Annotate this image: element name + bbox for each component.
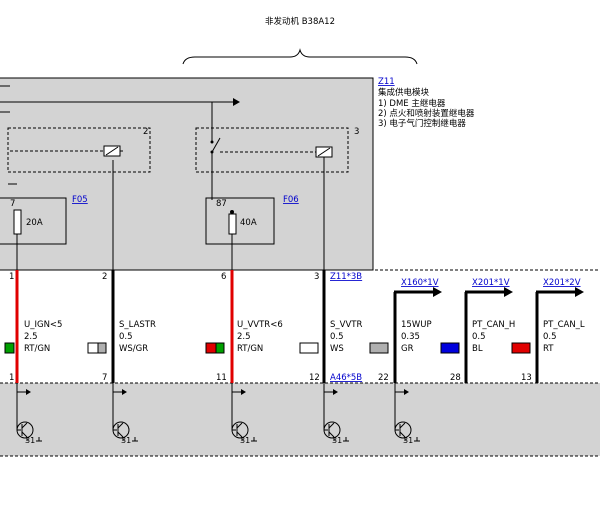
diagram-title: 非发动机 B38A12 <box>265 16 335 27</box>
relay-3-box <box>195 127 349 173</box>
wire-pin-bottom: 12 <box>309 373 320 383</box>
wire-color-swatch-secondary <box>215 342 225 354</box>
fuse-f06-box <box>205 197 275 245</box>
wire-pin-bottom: 7 <box>102 373 107 383</box>
wire-size: 0.5 <box>472 332 486 342</box>
wire-color-code: RT <box>543 344 554 354</box>
wire-color-swatch <box>205 342 217 354</box>
wire-color-code: RT/GN <box>24 344 50 354</box>
ground-label: 31 <box>25 436 35 445</box>
fuse-f06-ref[interactable]: F06 <box>283 195 299 205</box>
wire-group: 1 U_IGN<5 2.5 RT/GN 1 <box>4 270 62 383</box>
wire-color-code: WS/GR <box>119 344 148 354</box>
wire-size: 0.5 <box>330 332 344 342</box>
wire-signal: PT_CAN_L <box>543 320 585 330</box>
wire-size: 2.5 <box>24 332 38 342</box>
wire-pin-bottom: 11 <box>216 373 227 383</box>
fuse-f05-box <box>0 197 67 245</box>
relay-2-coil-mark <box>105 146 119 156</box>
wire-group: 2 S_LASTR 0.5 WS/GR 7 <box>87 270 156 383</box>
wire-signal: S_VVTR <box>330 320 362 330</box>
wire-color-code: BL <box>472 344 483 354</box>
wire-pin-top: 1 <box>9 272 14 282</box>
wire-connector-ref[interactable]: Z11*3B <box>330 272 362 282</box>
wire-color-code: WS <box>330 344 344 354</box>
relay-3-contact <box>211 137 221 153</box>
wire-pin-bottom: 1 <box>9 373 14 383</box>
wire-size: 0.35 <box>401 332 420 342</box>
fuse-f05-element <box>13 209 22 235</box>
ground-label: 31 <box>403 436 413 445</box>
wire-color-code: GR <box>401 344 414 354</box>
fuse-f06-element <box>228 213 237 235</box>
fuse-f05-ref[interactable]: F05 <box>72 195 88 205</box>
wire-group: 6 U_VVTR<6 2.5 RT/GN 11 <box>205 270 283 383</box>
feed-arrow <box>233 98 240 106</box>
power-module-box <box>0 77 374 271</box>
wire-color-swatch <box>511 342 531 354</box>
fuse-f06-pin: 87 <box>216 199 227 209</box>
module-item-3: 3) 电子气门控制继电器 <box>378 118 466 129</box>
wire-size: 0.5 <box>543 332 557 342</box>
module-ref[interactable]: Z11 <box>378 77 395 87</box>
transistor-symbol: 31 <box>394 383 420 445</box>
wire-group: 3 Z11*3B S_VVTR 0.5 WS 12 <box>299 270 362 383</box>
wire-group: X201*1V PT_CAN_H 0.5 BL 28 <box>440 278 515 383</box>
relay-3-contact-node <box>210 140 214 144</box>
wire-connector-ref[interactable]: X201*2V <box>543 278 581 288</box>
lower-connector-ref[interactable]: A46*5B <box>330 373 362 383</box>
connector-arrow-head <box>504 287 513 297</box>
relay-2-label: 2 <box>143 127 148 137</box>
relay-3-label: 3 <box>354 127 359 137</box>
transistor-symbol: 31 <box>231 383 257 445</box>
module-item-1: 1) DME 主继电器 <box>378 98 446 109</box>
module-name: 集成供电模块 <box>378 87 430 98</box>
relay-2-box <box>7 127 151 173</box>
transistor-symbol: 31 <box>323 383 349 445</box>
wire-color-swatch <box>440 342 460 354</box>
wire-color-swatch <box>369 342 389 354</box>
wire-color-swatch-secondary <box>4 342 15 354</box>
ground-label: 31 <box>332 436 342 445</box>
module-brace <box>182 48 418 65</box>
wire-group: X201*2V PT_CAN_L 0.5 RT 13 <box>511 278 585 383</box>
fuse-f05-pin: 7 <box>10 199 15 209</box>
wire-connector-ref[interactable]: X201*1V <box>472 278 510 288</box>
wire-pin-bottom: 13 <box>521 373 532 383</box>
wire-pin-top: 2 <box>102 272 107 282</box>
wire-pin-top: 3 <box>314 272 319 282</box>
wire-signal: S_LASTR <box>119 320 156 330</box>
fuse-f06-rating: 40A <box>240 218 257 228</box>
ground-label: 31 <box>121 436 131 445</box>
connector-arrow-head <box>433 287 442 297</box>
wire-signal: U_VVTR<6 <box>237 320 283 330</box>
fuse-f06-node <box>230 210 234 214</box>
wire-pin-top: 6 <box>221 272 226 282</box>
wire-size: 0.5 <box>119 332 133 342</box>
wire-color-swatch <box>87 342 99 354</box>
ground-label: 31 <box>240 436 250 445</box>
wire-connector-ref[interactable]: X160*1V <box>401 278 439 288</box>
lower-module-area <box>0 383 600 456</box>
wire-signal: 15WUP <box>401 320 432 330</box>
wire-size: 2.5 <box>237 332 251 342</box>
wire-color-swatch <box>299 342 319 354</box>
module-item-2: 2) 点火和喷射装置继电器 <box>378 108 475 119</box>
wire-group: X160*1V 15WUP 0.35 GR 22 <box>369 278 442 383</box>
fuse-f05-rating: 20A <box>26 218 43 228</box>
relay-3-coil-mark <box>317 147 331 157</box>
wire-signal: U_IGN<5 <box>24 320 62 330</box>
wire-signal: PT_CAN_H <box>472 320 515 330</box>
wire-color-swatch-secondary <box>97 342 107 354</box>
transistor-symbol: 31 <box>112 383 138 445</box>
wire-pin-bottom: 28 <box>450 373 461 383</box>
wire-pin-bottom: 22 <box>378 373 389 383</box>
connector-arrow-head <box>575 287 584 297</box>
transistor-symbol: 31 <box>16 383 42 445</box>
wire-color-code: RT/GN <box>237 344 263 354</box>
